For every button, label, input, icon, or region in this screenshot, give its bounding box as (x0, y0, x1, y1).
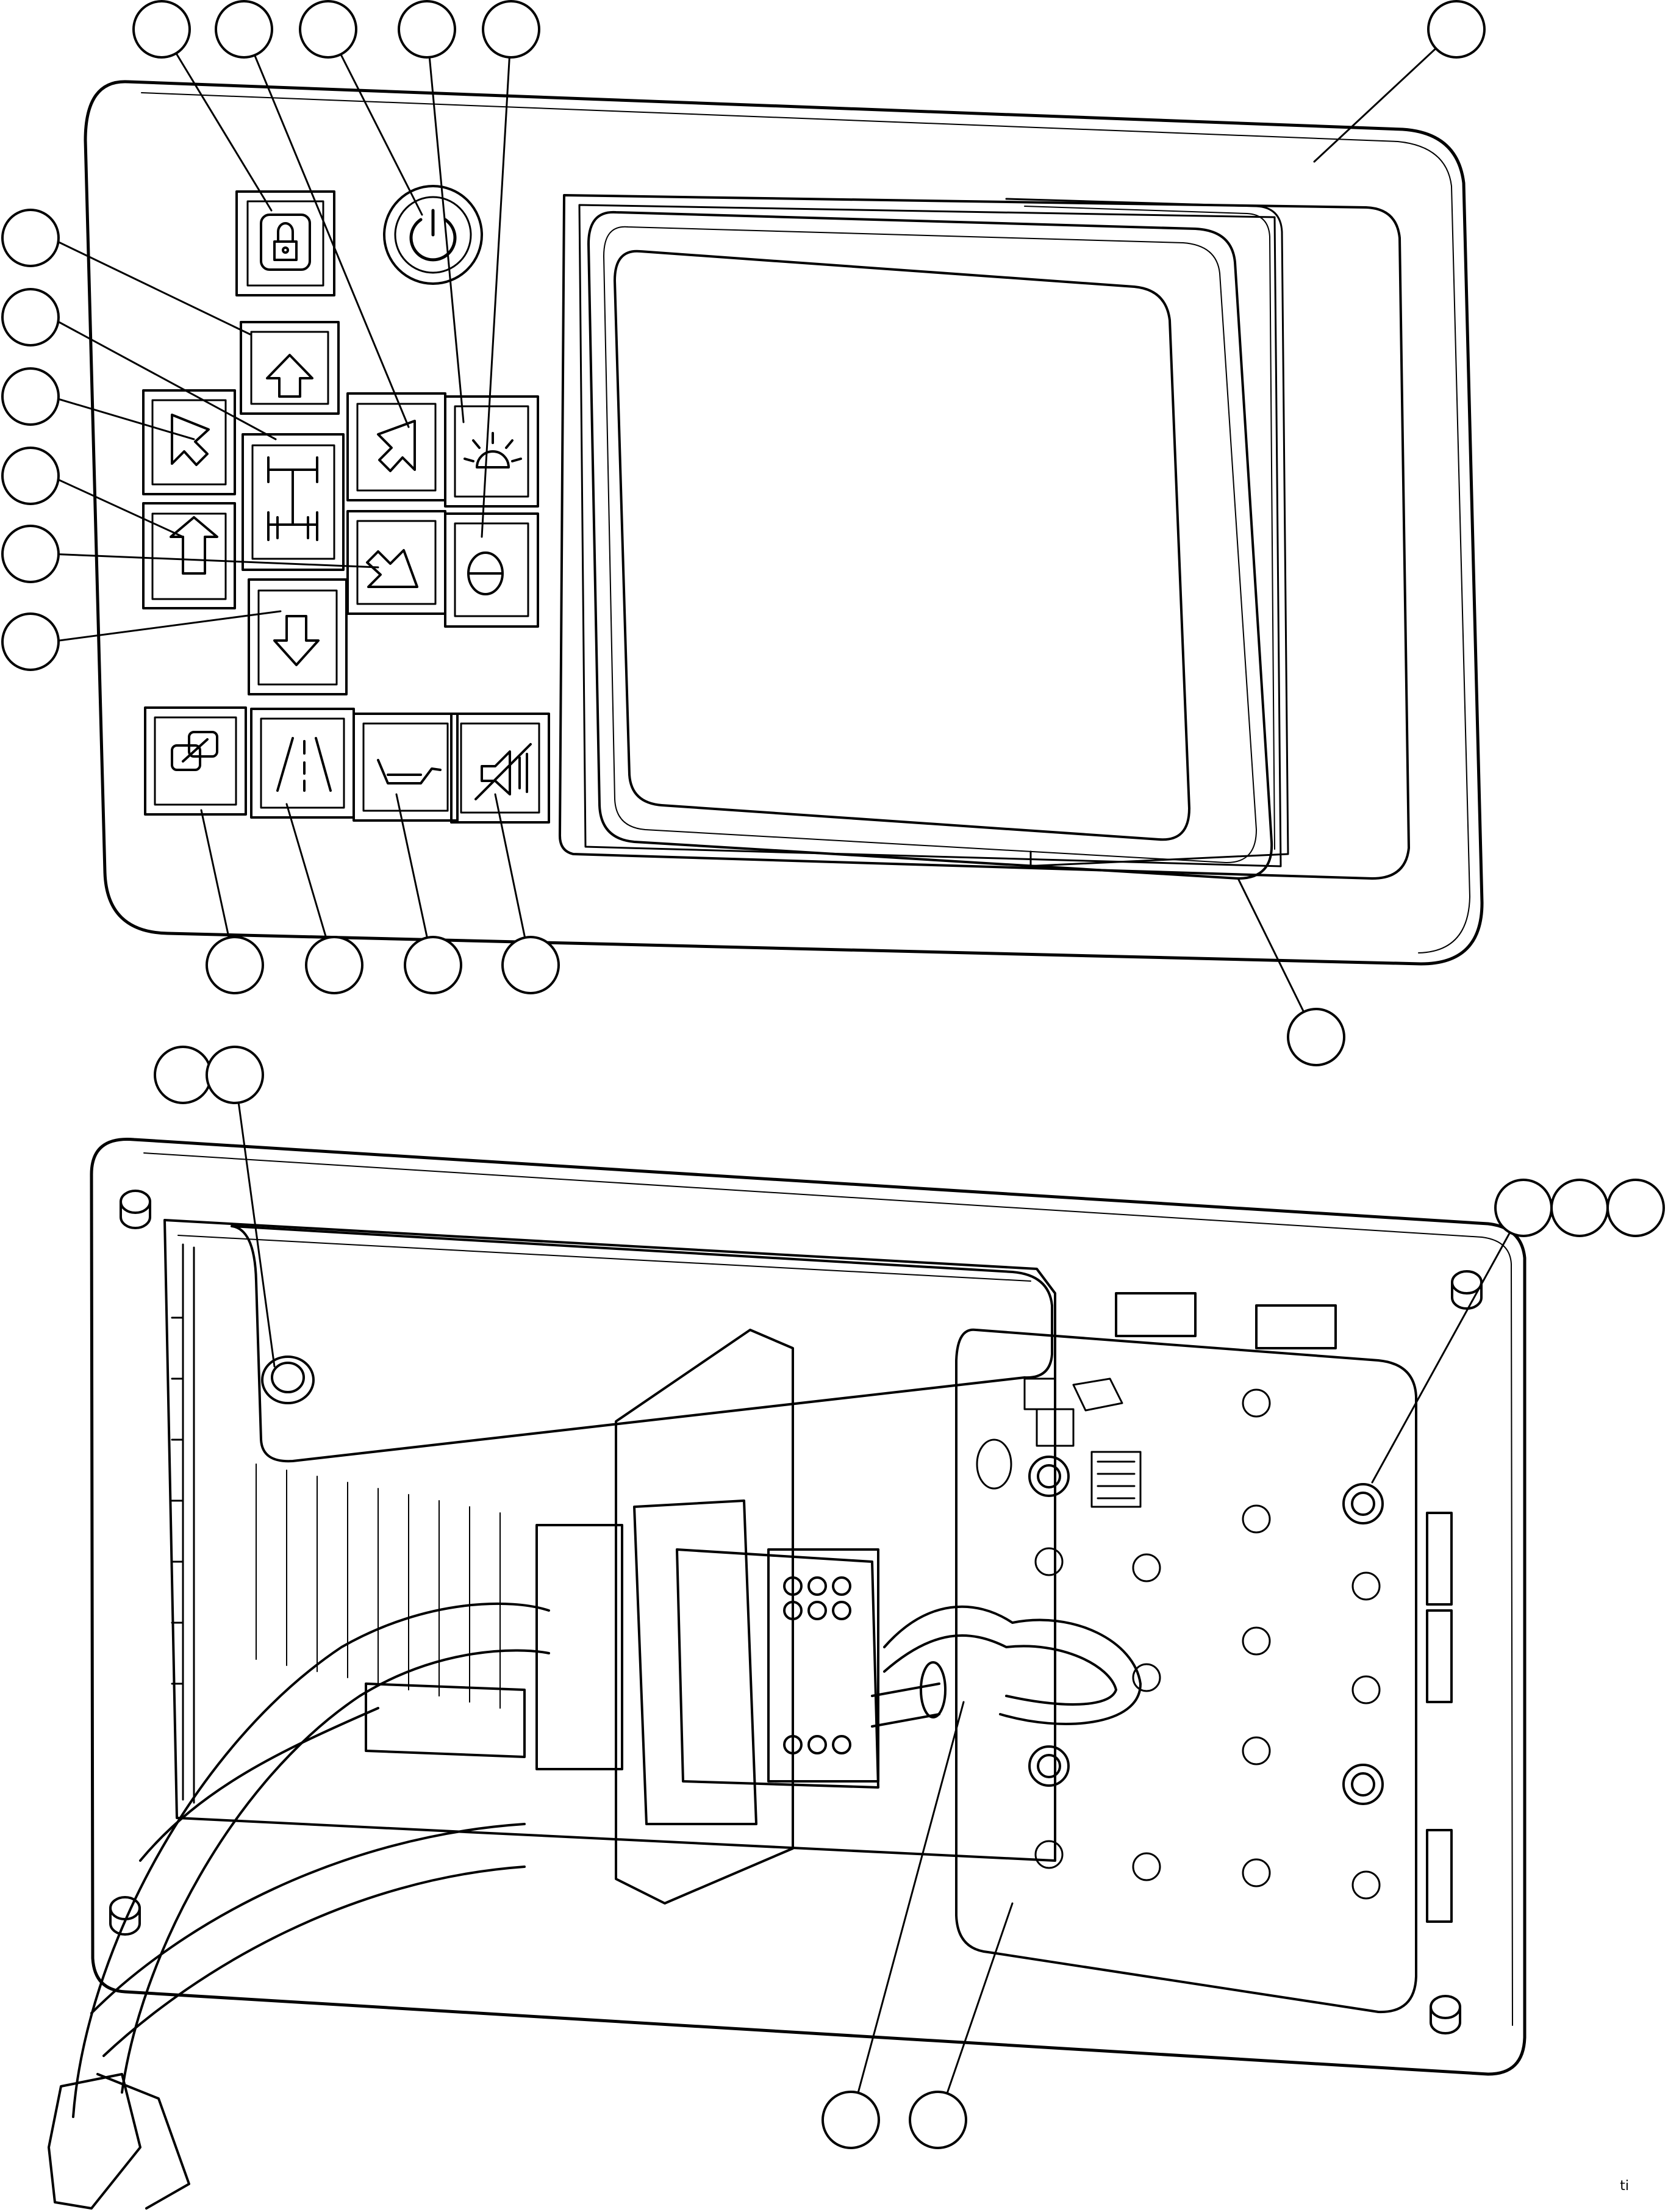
board-standoffs (1028, 1456, 1384, 1805)
button-up-right[interactable] (346, 392, 446, 501)
front-panel-outline (84, 80, 1484, 966)
heatsink-frame (163, 1219, 1056, 1862)
standoff (1451, 1270, 1483, 1310)
button-up[interactable] (240, 321, 340, 415)
rear-panel (48, 1137, 1527, 2210)
callout-bubble (1, 209, 60, 267)
callout-bubble (1, 447, 60, 505)
callout-bubbles (1, 0, 1665, 2149)
wire-loop (871, 1605, 1142, 1728)
button-contrast[interactable] (444, 512, 539, 628)
callout-bubble (305, 936, 363, 994)
callout-bubble (132, 0, 191, 59)
callout-bubble (821, 2091, 880, 2149)
board-screws (1034, 1388, 1381, 1900)
callout-bubble (501, 936, 560, 994)
button-mode-switch[interactable] (144, 706, 247, 816)
power-button[interactable] (383, 185, 483, 285)
dip-switch[interactable] (1090, 1451, 1142, 1508)
rear-panel-outline (90, 1137, 1527, 2076)
contrast-icon (467, 551, 504, 595)
arrow-down-right-icon (366, 549, 418, 588)
callout-bubble (1287, 1008, 1345, 1066)
callout-bubble (1494, 1179, 1553, 1237)
button-mute[interactable] (450, 713, 550, 824)
board-component (976, 1377, 1123, 1490)
callout-bubble (404, 936, 462, 994)
button-enter-left[interactable] (142, 389, 236, 495)
road-icon (276, 737, 332, 792)
callout-bubble (909, 2091, 967, 2149)
button-axle[interactable] (242, 433, 345, 571)
power-icon (409, 209, 457, 262)
callout-bubble (398, 0, 456, 59)
arrow-back-left-icon (170, 516, 218, 575)
callout-bubble (206, 1046, 264, 1104)
callout-bubble (1, 288, 60, 347)
mute-icon (474, 743, 532, 800)
arrow-down-icon (273, 615, 320, 666)
standoff (120, 1190, 151, 1229)
callout-bubble (1606, 1179, 1665, 1237)
mode-switch-icon (171, 731, 218, 771)
button-brightness[interactable] (444, 395, 539, 508)
callout-bubble (206, 936, 264, 994)
seat-icon (377, 759, 442, 785)
callout-bubble (1, 525, 60, 583)
button-back-left[interactable] (142, 502, 236, 609)
board-side-connectors (1115, 1292, 1453, 1923)
lock-button[interactable] (235, 190, 335, 296)
button-down[interactable] (248, 578, 348, 695)
button-down-right[interactable] (346, 510, 446, 615)
display-unit (559, 194, 1410, 880)
callout-bubble (1427, 0, 1486, 59)
callout-bubble (1550, 1179, 1609, 1237)
standoff (1430, 1995, 1461, 2034)
callout-bubble (299, 0, 357, 59)
figure-id: ti (1620, 2178, 1629, 2194)
button-road-mode[interactable] (250, 708, 355, 819)
arrow-up-icon (266, 354, 313, 398)
connector[interactable] (365, 1329, 879, 1905)
callout-leaders (49, 28, 1525, 2121)
arrow-up-right-icon (377, 420, 416, 472)
callout-bubble (482, 0, 540, 59)
cable-harness[interactable] (48, 1602, 550, 2210)
arrow-enter-left-icon (171, 414, 210, 466)
mounting-bracket[interactable] (231, 1225, 1053, 1463)
button-seat-tilt[interactable] (353, 713, 459, 822)
brightness-icon (464, 432, 522, 469)
callout-bubble (1, 612, 60, 671)
axle-icon (267, 456, 318, 541)
bracket-screw (261, 1356, 315, 1404)
circuit-board[interactable] (955, 1292, 1453, 2014)
lock-icon (273, 222, 298, 261)
callout-bubble (215, 0, 273, 59)
display-screen (614, 250, 1190, 841)
callout-bubble (154, 1046, 212, 1104)
callout-bubble (1, 367, 60, 426)
standoff (109, 1896, 141, 1936)
